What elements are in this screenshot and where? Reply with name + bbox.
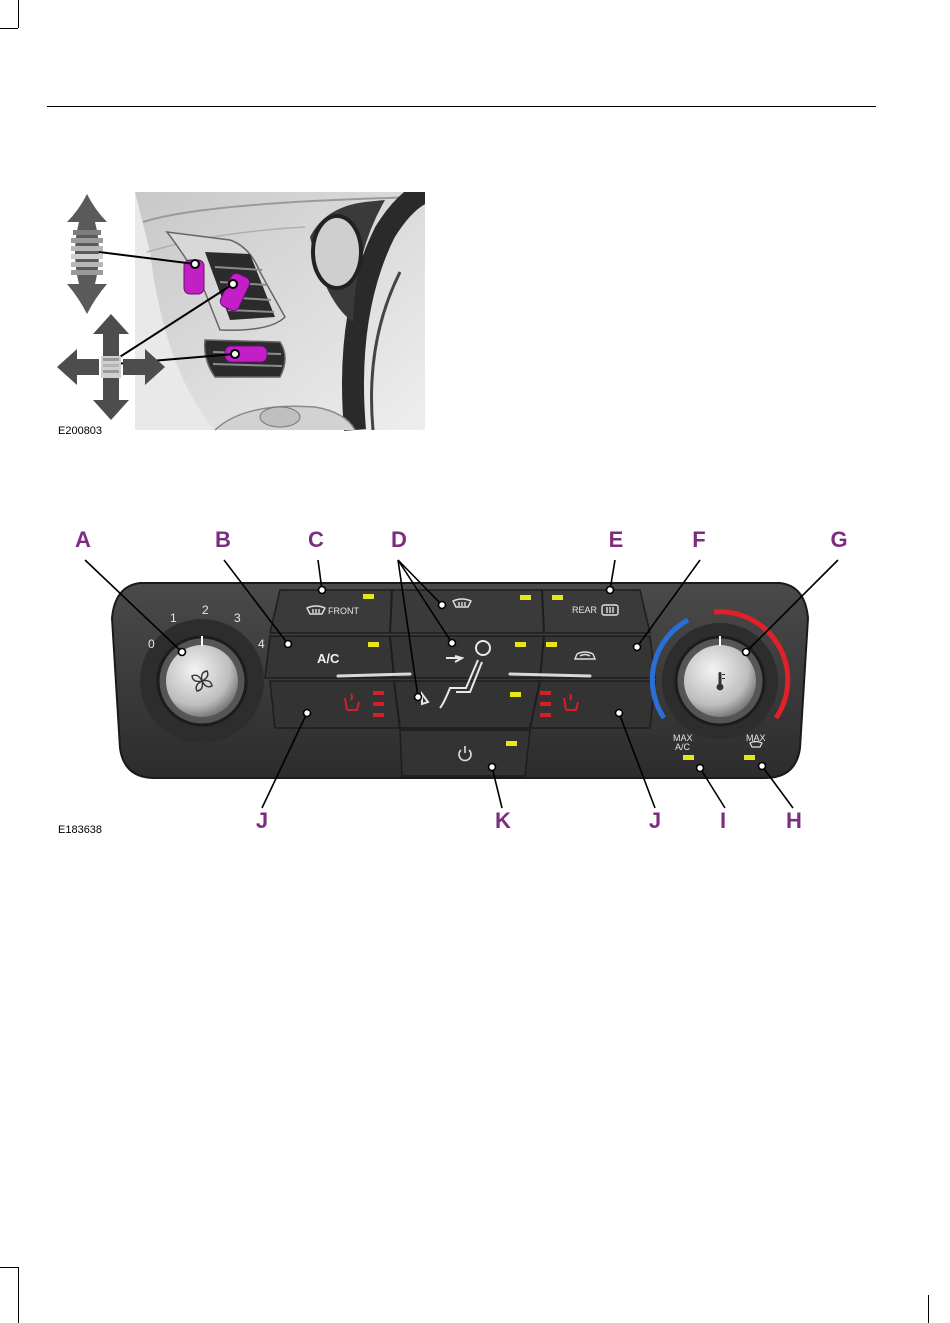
callout-j-right: J <box>640 808 670 834</box>
callout-k: K <box>488 808 518 834</box>
callout-i: I <box>708 808 738 834</box>
callout-j-left: J <box>247 808 277 834</box>
callout-c: C <box>301 527 331 553</box>
figure-id: E183638 <box>58 824 102 836</box>
callout-g: G <box>824 527 854 553</box>
callout-f: F <box>684 527 714 553</box>
callout-b: B <box>208 527 238 553</box>
callout-h: H <box>779 808 809 834</box>
callout-d: D <box>384 527 414 553</box>
callout-e: E <box>601 527 631 553</box>
callout-a: A <box>68 527 98 553</box>
